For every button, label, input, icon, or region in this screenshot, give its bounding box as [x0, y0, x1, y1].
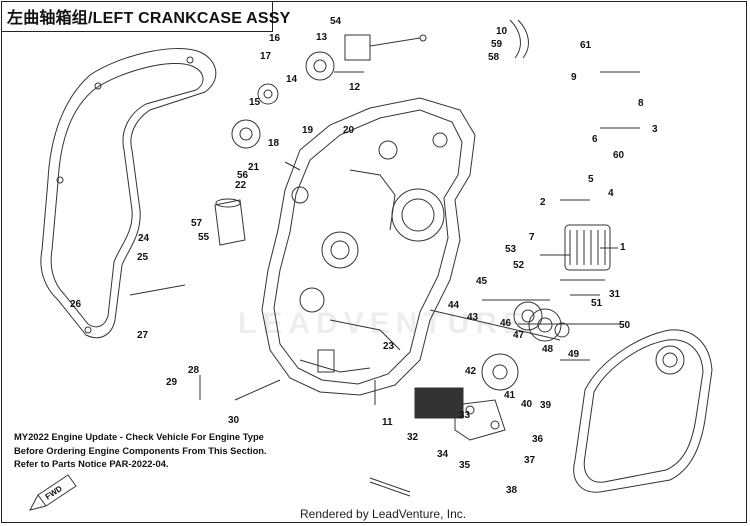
callout-50: 50 [619, 320, 631, 331]
callout-12: 12 [349, 82, 361, 93]
note-line-1: MY2022 Engine Update - Check Vehicle For… [14, 431, 264, 442]
callout-30: 30 [228, 415, 240, 426]
callout-53: 53 [505, 244, 517, 255]
note-line-2: Before Ordering Engine Components From T… [14, 444, 267, 456]
left-gasket-shape [40, 48, 217, 339]
callout-61: 61 [580, 40, 592, 51]
callout-52: 52 [513, 260, 525, 271]
crankcase-body-shape [261, 97, 476, 396]
callout-41: 41 [504, 390, 516, 401]
callout-55: 55 [198, 232, 210, 243]
watermark: LEADVENTURE [238, 307, 530, 340]
callout-43: 43 [467, 312, 479, 323]
callout-46: 46 [500, 318, 512, 329]
callout-5: 5 [588, 174, 594, 185]
callout-18: 18 [268, 138, 280, 149]
callout-48: 48 [542, 344, 554, 355]
callout-24: 24 [138, 233, 150, 244]
callout-10: 10 [496, 26, 508, 37]
callout-39: 39 [540, 400, 552, 411]
callout-4: 4 [608, 188, 614, 199]
callout-26: 26 [70, 299, 82, 310]
callout-59: 59 [491, 39, 503, 50]
diagram-title: 左曲轴箱组/LEFT CRANKCASE ASSY [7, 10, 291, 27]
callout-17: 17 [260, 51, 272, 62]
right-gasket-shape [573, 329, 713, 493]
callout-60: 60 [613, 150, 625, 161]
callout-36: 36 [532, 434, 544, 445]
footer-credit: Rendered by LeadVenture, Inc. [300, 507, 467, 521]
direction-label: FWD [44, 484, 64, 502]
callout-44: 44 [448, 300, 460, 311]
callout-40: 40 [521, 399, 533, 410]
callout-45: 45 [476, 276, 488, 287]
engine-update-note: MY2022 Engine Update - Check Vehicle For… [14, 430, 279, 471]
callout-28: 28 [188, 365, 200, 376]
callout-31: 31 [609, 289, 621, 300]
callout-38: 38 [506, 485, 518, 496]
callout-2: 2 [540, 197, 546, 208]
callout-32: 32 [407, 432, 419, 443]
note-line-3: Refer to Parts Notice PAR-2022-04. [14, 458, 169, 469]
callout-47: 47 [513, 330, 525, 341]
callout-11: 11 [382, 417, 393, 428]
callout-57: 57 [191, 218, 203, 229]
callout-20: 20 [343, 125, 355, 136]
callout-22: 22 [235, 180, 247, 191]
callout-42: 42 [465, 366, 477, 377]
callout-13: 13 [316, 32, 328, 43]
callout-49: 49 [568, 349, 580, 360]
callout-14: 14 [286, 74, 298, 85]
callout-3: 3 [652, 124, 658, 135]
callout-25: 25 [137, 252, 149, 263]
callout-58: 58 [488, 52, 500, 63]
callout-23: 23 [383, 341, 395, 352]
callout-19: 19 [302, 125, 314, 136]
callout-37: 37 [524, 455, 536, 466]
callout-7: 7 [529, 232, 535, 243]
callout-51: 51 [591, 298, 603, 309]
callout-35: 35 [459, 460, 471, 471]
callout-29: 29 [166, 377, 178, 388]
callout-56: 56 [237, 170, 249, 181]
callout-27: 27 [137, 330, 149, 341]
callout-8: 8 [638, 98, 644, 109]
callout-54: 54 [330, 16, 342, 27]
callout-6: 6 [592, 134, 598, 145]
callout-16: 16 [269, 33, 281, 44]
callout-1: 1 [620, 242, 626, 253]
callout-9: 9 [571, 72, 577, 83]
title-box: 左曲轴箱组/LEFT CRANKCASE ASSY [1, 1, 290, 32]
callout-21: 21 [248, 162, 260, 173]
callout-34: 34 [437, 449, 449, 460]
callout-33: 33 [459, 410, 471, 421]
callout-15: 15 [249, 97, 261, 108]
